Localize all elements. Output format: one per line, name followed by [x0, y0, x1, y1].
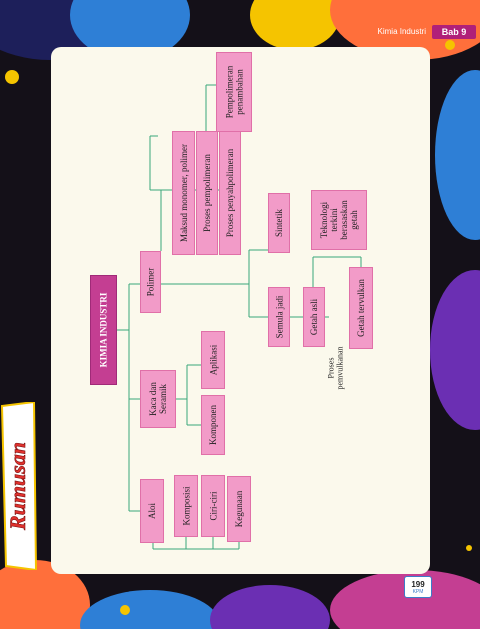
chapter-title: Kimia Industri — [377, 27, 426, 36]
chapter-badge: Bab 9 — [432, 25, 476, 39]
komponen-node: Komponen — [201, 395, 225, 455]
page-number-badge: 199 KPM — [404, 576, 432, 598]
concept-map-card: KIMIA INDUSTRI Aloi Komposisi Ciri-ciri … — [51, 47, 430, 574]
aplikasi-node: Aplikasi — [201, 331, 225, 389]
sintetik-node: Sintetik — [268, 193, 290, 253]
page-number: 199 — [411, 579, 425, 589]
ciri-ciri-node: Ciri-ciri — [201, 475, 225, 537]
getah-tervulkan-node: Getah tervulkan — [349, 267, 373, 349]
teknologi-node: Teknologi terkini berasaskan getah — [311, 190, 367, 250]
kegunaan-node: Kegunaan — [227, 476, 251, 542]
proses-penyahpolimeran-node: Proses penyahpolimeran — [219, 131, 241, 255]
aloi-node: Aloi — [140, 479, 164, 543]
rumusan-title: Rumusan — [5, 442, 30, 531]
kimia-industri-root: KIMIA INDUSTRI — [90, 275, 117, 385]
proses-pemvulkanan-label: Proses pemvulkanan — [327, 346, 346, 390]
rumusan-title-banner: Rumusan — [0, 402, 38, 570]
pempolimeran-penambahan-node: Pempolimeran penambahan — [216, 52, 252, 132]
connector-lines — [117, 84, 362, 550]
komposisi-node: Komposisi — [174, 475, 198, 537]
semula-jadi-node: Semula jadi — [268, 287, 290, 347]
publisher-logo: KPM — [412, 588, 424, 595]
polimer-node: Polimer — [140, 251, 161, 313]
getah-asli-node: Getah asli — [303, 287, 325, 347]
maksud-monomer-polimer-node: Maksud monomer, polimer — [172, 131, 195, 255]
proses-pempolimeran-node: Proses pempolimeran — [196, 131, 218, 255]
kaca-seramik-node: Kaca dan Seramik — [140, 370, 176, 428]
